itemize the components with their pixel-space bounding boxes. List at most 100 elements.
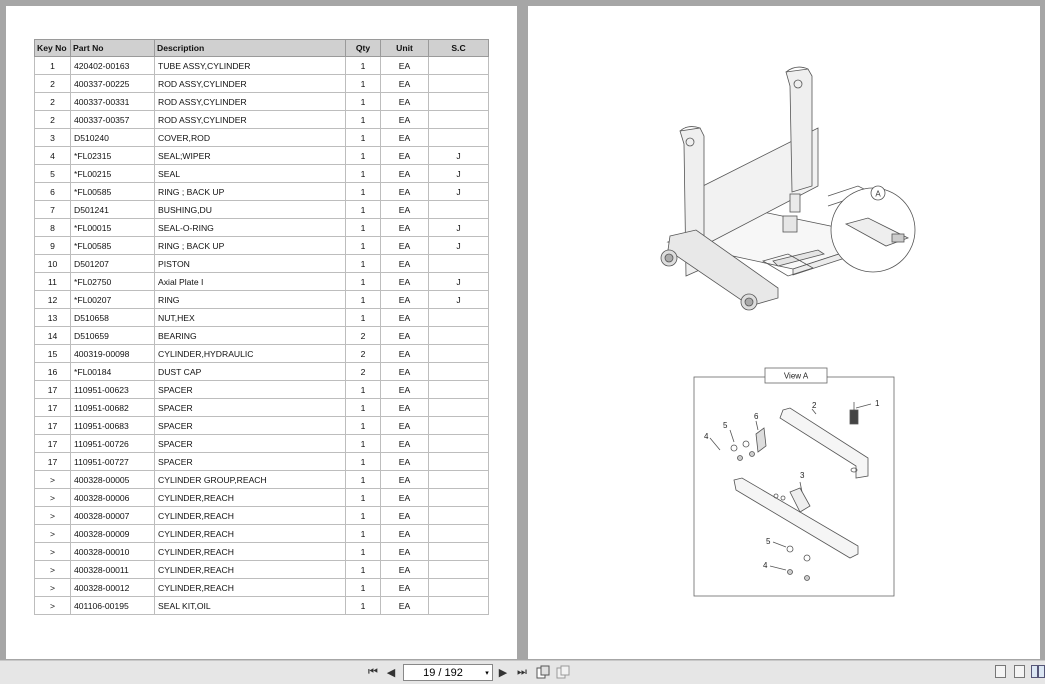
cell-sc bbox=[428, 506, 489, 525]
cell-unit: EA bbox=[380, 578, 429, 597]
cell-sc bbox=[428, 74, 489, 93]
cell-part-no: D510659 bbox=[70, 326, 155, 345]
cell-sc bbox=[428, 452, 489, 471]
cell-unit: EA bbox=[380, 488, 429, 507]
cell-key-no: 13 bbox=[34, 308, 71, 327]
cell-qty: 1 bbox=[345, 506, 381, 525]
page-selector[interactable]: 19 / 192 ▾ bbox=[403, 664, 493, 681]
cell-unit: EA bbox=[380, 236, 429, 255]
cell-qty: 1 bbox=[345, 74, 381, 93]
cell-description: BEARING bbox=[154, 326, 346, 345]
cell-unit: EA bbox=[380, 56, 429, 75]
cell-unit: EA bbox=[380, 542, 429, 561]
cell-key-no: 10 bbox=[34, 254, 71, 273]
cell-description: CYLINDER,REACH bbox=[154, 578, 346, 597]
single-page-view-icon[interactable] bbox=[995, 665, 1006, 678]
cell-unit: EA bbox=[380, 128, 429, 147]
cell-unit: EA bbox=[380, 110, 429, 129]
cell-unit: EA bbox=[380, 218, 429, 237]
header-unit: Unit bbox=[380, 39, 429, 57]
table-header-row: Key No Part No Description Qty Unit S.C bbox=[34, 39, 489, 57]
cell-part-no: 401106-00195 bbox=[70, 596, 155, 615]
rotate-icon[interactable] bbox=[536, 665, 550, 679]
cell-sc bbox=[428, 488, 489, 507]
cell-part-no: *FL00015 bbox=[70, 218, 155, 237]
fit-page-icon[interactable] bbox=[556, 665, 570, 679]
cell-part-no: 400328-00010 bbox=[70, 542, 155, 561]
cell-key-no: > bbox=[34, 506, 71, 525]
parts-table: Key No Part No Description Qty Unit S.C … bbox=[34, 39, 489, 615]
cell-unit: EA bbox=[380, 308, 429, 327]
cell-unit: EA bbox=[380, 452, 429, 471]
cell-part-no: 400337-00331 bbox=[70, 92, 155, 111]
cell-sc bbox=[428, 344, 489, 363]
cell-description: SPACER bbox=[154, 452, 346, 471]
two-page-view-icon[interactable] bbox=[1031, 665, 1045, 679]
cell-description: ROD ASSY,CYLINDER bbox=[154, 74, 346, 93]
cell-part-no: *FL00184 bbox=[70, 362, 155, 381]
last-page-button[interactable]: ⏭ bbox=[517, 665, 527, 678]
cell-unit: EA bbox=[380, 560, 429, 579]
cell-sc bbox=[428, 416, 489, 435]
cell-part-no: D501207 bbox=[70, 254, 155, 273]
prev-page-button[interactable]: ◀ bbox=[386, 666, 396, 679]
cell-unit: EA bbox=[380, 380, 429, 399]
cell-description: SEAL KIT,OIL bbox=[154, 596, 346, 615]
cell-unit: EA bbox=[380, 596, 429, 615]
cell-part-no: 110951-00682 bbox=[70, 398, 155, 417]
cell-part-no: *FL02315 bbox=[70, 146, 155, 165]
cell-unit: EA bbox=[380, 272, 429, 291]
header-sc: S.C bbox=[428, 39, 489, 57]
cell-key-no: > bbox=[34, 470, 71, 489]
left-page: Key No Part No Description Qty Unit S.C … bbox=[6, 6, 517, 659]
cell-qty: 1 bbox=[345, 308, 381, 327]
cell-qty: 2 bbox=[345, 326, 381, 345]
part-label: 4 bbox=[763, 561, 768, 570]
cell-key-no: > bbox=[34, 488, 71, 507]
cell-sc bbox=[428, 308, 489, 327]
chevron-down-icon: ▾ bbox=[485, 669, 489, 677]
cell-sc bbox=[428, 56, 489, 75]
cell-qty: 1 bbox=[345, 524, 381, 543]
cell-sc: J bbox=[428, 164, 489, 183]
continuous-view-icon[interactable] bbox=[1014, 665, 1025, 678]
cell-qty: 1 bbox=[345, 488, 381, 507]
exploded-view-diagram: A View A bbox=[660, 66, 916, 597]
cell-sc bbox=[428, 254, 489, 273]
cell-unit: EA bbox=[380, 524, 429, 543]
cell-key-no: 11 bbox=[34, 272, 71, 291]
cell-unit: EA bbox=[380, 182, 429, 201]
cell-sc: J bbox=[428, 236, 489, 255]
cell-description: CYLINDER,REACH bbox=[154, 524, 346, 543]
cell-unit: EA bbox=[380, 362, 429, 381]
cell-qty: 1 bbox=[345, 128, 381, 147]
next-page-button[interactable]: ▶ bbox=[498, 666, 508, 679]
cell-part-no: 400337-00225 bbox=[70, 74, 155, 93]
cell-key-no: 17 bbox=[34, 434, 71, 453]
cell-sc bbox=[428, 542, 489, 561]
cell-part-no: D501241 bbox=[70, 200, 155, 219]
cell-key-no: 9 bbox=[34, 236, 71, 255]
cell-description: DUST CAP bbox=[154, 362, 346, 381]
cell-unit: EA bbox=[380, 398, 429, 417]
part-label: 1 bbox=[875, 399, 880, 408]
first-page-button[interactable]: ⏮ bbox=[368, 665, 378, 678]
cell-key-no: > bbox=[34, 578, 71, 597]
cell-unit: EA bbox=[380, 254, 429, 273]
cell-part-no: 400337-00357 bbox=[70, 110, 155, 129]
cell-description: CYLINDER,REACH bbox=[154, 542, 346, 561]
cell-description: COVER,ROD bbox=[154, 128, 346, 147]
cell-description: ROD ASSY,CYLINDER bbox=[154, 92, 346, 111]
page-indicator: 19 / 192 bbox=[423, 666, 463, 679]
cell-part-no: *FL00585 bbox=[70, 182, 155, 201]
